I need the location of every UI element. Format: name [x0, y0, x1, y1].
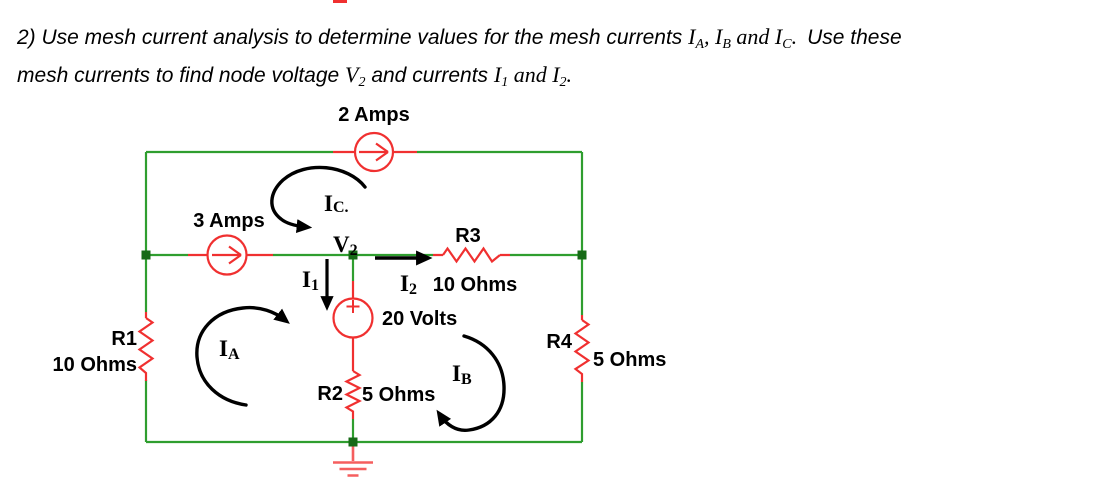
current-arrow-icon — [212, 245, 242, 265]
label-r4: R4 — [546, 331, 572, 353]
label-r3-value: 10 Ohms — [433, 274, 517, 296]
math-period: . — [566, 62, 573, 87]
mesh-arrow-ia — [195, 305, 290, 407]
label-i1: I1 — [302, 267, 319, 294]
label-ic: IC. — [324, 191, 349, 216]
ground-icon — [333, 446, 373, 477]
problem-text: 2) Use mesh current analysis to determin… — [17, 26, 689, 49]
problem-text: Use these — [807, 26, 902, 49]
label-i2: I2 — [400, 271, 417, 298]
red-top-mark — [333, 0, 347, 3]
label-r1-value: 10 Ohms — [53, 354, 137, 376]
circuit-wires-green — [144, 150, 584, 444]
math-ia: I — [688, 24, 696, 49]
label-ib: IB — [452, 361, 472, 388]
math-v2: V — [345, 62, 359, 87]
label-2-amps: 2 Amps — [338, 104, 410, 126]
voltage-source-20v — [332, 297, 374, 339]
math-i2-sub: 2 — [559, 75, 567, 90]
math-and: and — [730, 24, 775, 49]
math-ib-sub: B — [722, 37, 731, 52]
resistor-r3 — [442, 246, 501, 264]
label-r2: R2 — [317, 383, 343, 405]
math-period: . — [791, 24, 798, 49]
node-right — [577, 250, 587, 260]
current-arrow-icon — [359, 142, 389, 162]
circuit-wires-red — [144, 150, 584, 419]
label-v2: V2 — [333, 232, 358, 259]
problem-statement: 2) Use mesh current analysis to determin… — [17, 22, 902, 98]
mesh-arrow-ib — [436, 334, 506, 432]
problem-text: mesh currents to find node voltage — [17, 64, 346, 87]
math-i1: I — [493, 62, 502, 87]
problem-line-2: mesh currents to find node voltage V2 an… — [17, 60, 902, 98]
label-20-volts: 20 Volts — [382, 308, 457, 330]
resistor-r4 — [573, 319, 591, 378]
math-ib: I — [715, 24, 723, 49]
label-r1: R1 — [111, 328, 137, 350]
math-i2: I — [552, 62, 560, 87]
math-ia-sub: A — [695, 37, 705, 52]
current-source-3a — [206, 234, 248, 276]
node-v2 — [348, 250, 358, 260]
current-source-2a — [353, 131, 395, 173]
label-r4-value: 5 Ohms — [593, 349, 666, 371]
math-ic: I — [774, 24, 783, 49]
math-ic-sub: C — [782, 37, 792, 52]
node-left — [141, 250, 151, 260]
problem-line-1: 2) Use mesh current analysis to determin… — [17, 22, 902, 60]
math-v2-sub: 2 — [358, 75, 366, 90]
label-r2-value: 5 Ohms — [362, 384, 435, 406]
math-i1-sub: 1 — [501, 75, 509, 90]
plus-icon — [346, 300, 360, 313]
resistor-r2 — [344, 370, 362, 414]
node-ground — [348, 437, 358, 447]
resistor-r1 — [137, 317, 155, 378]
math-comma: , — [704, 24, 716, 49]
label-3-amps: 3 Amps — [193, 210, 265, 232]
voltage-source-circle — [332, 297, 374, 339]
label-r3: R3 — [455, 225, 481, 247]
label-ia: IA — [219, 336, 240, 363]
math-and: and — [508, 62, 553, 87]
problem-text: and currents — [365, 64, 494, 87]
mesh-arrow-ic — [270, 165, 367, 234]
